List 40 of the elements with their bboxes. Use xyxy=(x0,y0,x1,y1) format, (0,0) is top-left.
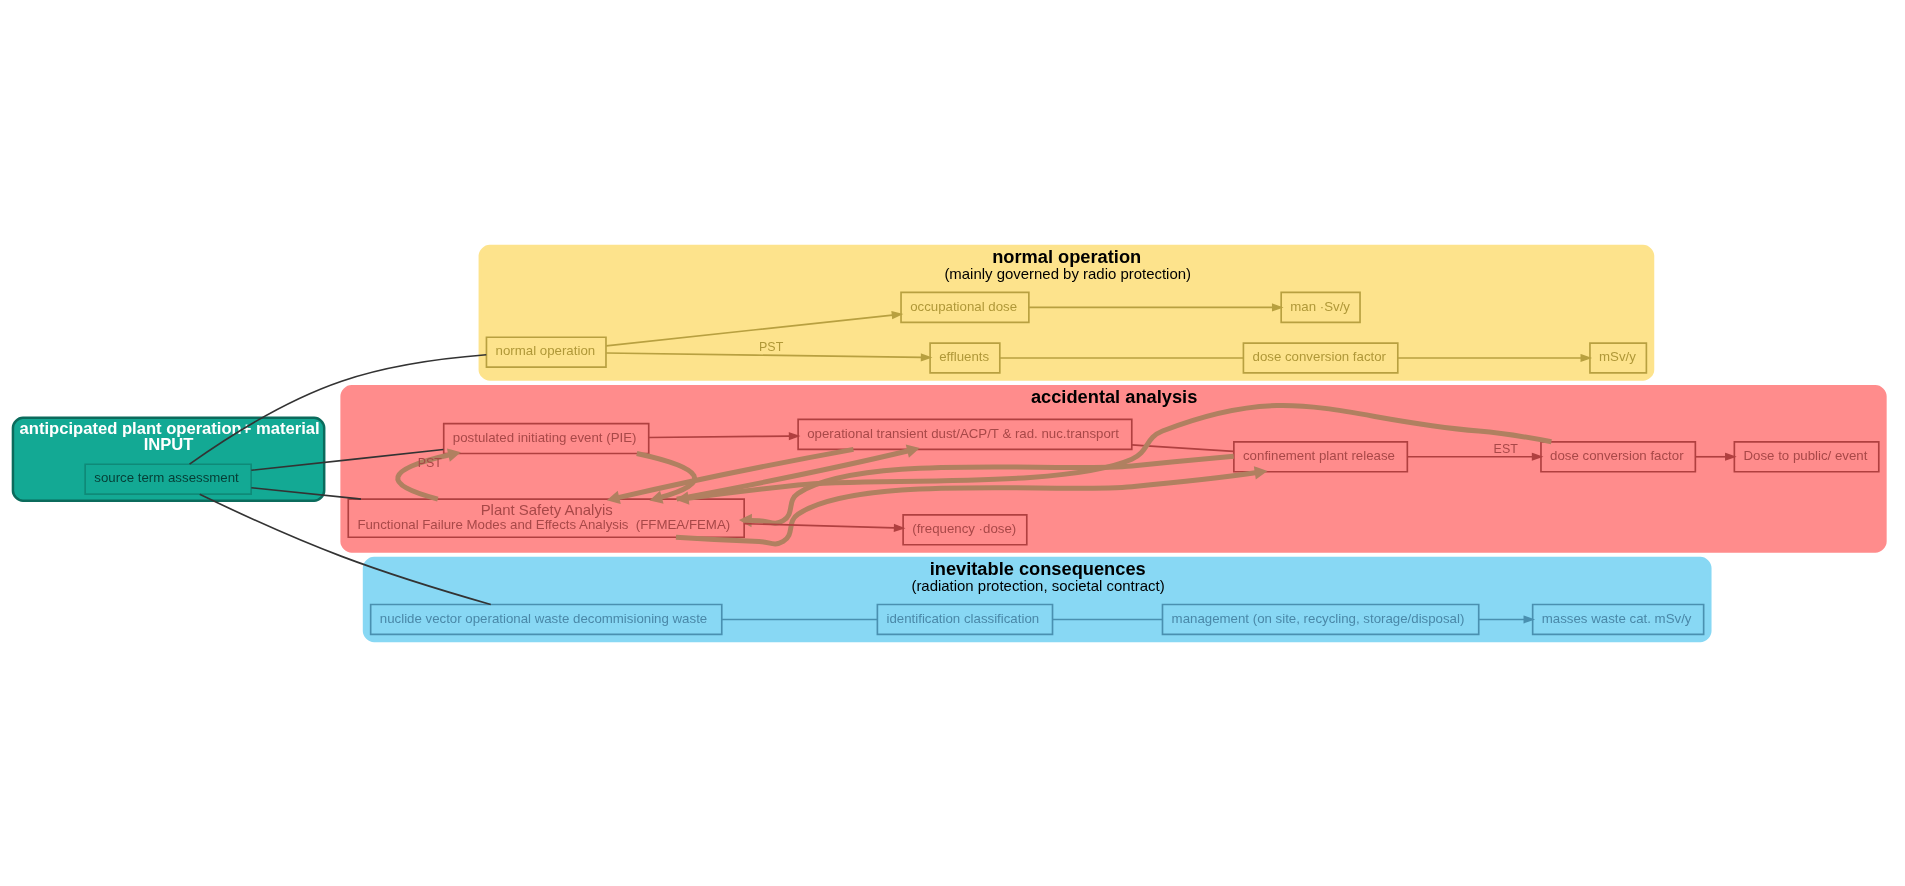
node-box: management (on site, recycling, storage/disposal) xyxy=(1161,603,1480,635)
node-box: masses waste cat. mSv/y xyxy=(1531,603,1705,635)
arrow xyxy=(605,351,933,361)
node-box: Plant Safety Analyis Functional Failure Modes and Effects Analysis (FFMEA/FEMA) xyxy=(347,497,745,538)
arrow xyxy=(743,522,906,532)
edge-label: EST xyxy=(1493,441,1518,456)
connector xyxy=(250,486,362,500)
arrow xyxy=(1694,452,1737,461)
edge-label: PST xyxy=(759,339,784,354)
connector xyxy=(250,448,445,471)
node-box: man ·Sv/y xyxy=(1280,291,1361,323)
arrow xyxy=(1397,353,1593,362)
node-box: confinement plant release xyxy=(1233,440,1409,473)
node-box: Dose to public/ event xyxy=(1733,440,1880,473)
edge-label: PST xyxy=(417,455,442,470)
arrow xyxy=(676,444,920,502)
arrow xyxy=(1478,614,1536,624)
arrow xyxy=(1028,302,1284,311)
node-box: dose conversion factor xyxy=(1540,440,1697,473)
node-box: occupational dose xyxy=(900,291,1030,323)
connector xyxy=(198,492,492,605)
connector xyxy=(1131,443,1235,452)
node-box: mSv/y xyxy=(1589,341,1648,374)
node-box: normal operation xyxy=(485,335,607,368)
connector xyxy=(999,356,1244,359)
connector xyxy=(720,618,879,620)
node-box: source term assessment xyxy=(84,462,252,495)
arrow xyxy=(605,310,904,347)
node-box: dose conversion factor xyxy=(1242,341,1399,374)
node-box: effluents xyxy=(929,341,1001,374)
arrow xyxy=(738,453,1234,527)
node-box: nuclide vector operational waste decommisioning waste xyxy=(369,603,723,635)
arrow xyxy=(1406,452,1544,461)
node-box: operational transient dust/ACP/T & rad. nuc.transport xyxy=(797,418,1133,450)
arrow xyxy=(647,431,801,440)
node-box: identification classification xyxy=(876,603,1054,635)
connector xyxy=(1051,618,1164,620)
node-box: (frequency ·dose) xyxy=(902,513,1028,546)
connector xyxy=(188,353,488,465)
node-box: postulated initiating event (PIE) xyxy=(442,422,650,454)
